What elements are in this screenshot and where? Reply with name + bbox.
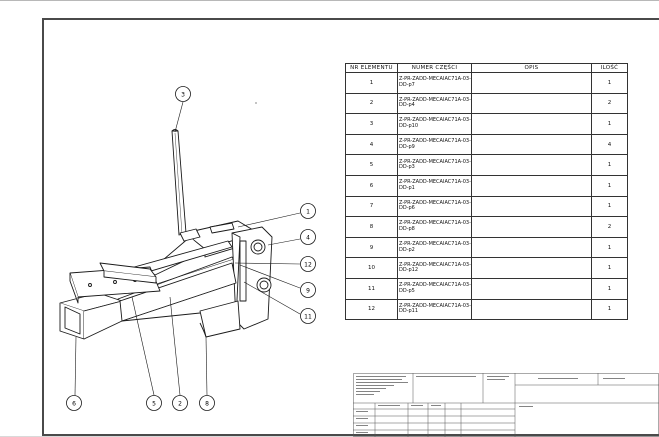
bom-item-number: 8 bbox=[345, 216, 398, 238]
title-block-fine-print bbox=[356, 376, 625, 433]
assembly-geometry bbox=[59, 129, 273, 340]
bom-quantity: 1 bbox=[591, 277, 628, 300]
bom-quantity: 1 bbox=[591, 154, 628, 176]
svg-text:4: 4 bbox=[306, 234, 310, 241]
bom-item-number: 3 bbox=[345, 113, 398, 135]
bom-item-number: 7 bbox=[345, 195, 398, 218]
bom-item-number: 9 bbox=[345, 236, 398, 259]
bom-item-number: 5 bbox=[345, 154, 398, 176]
bom-description bbox=[471, 133, 592, 156]
bom-item-number: 6 bbox=[345, 174, 398, 197]
bom-quantity: 4 bbox=[591, 133, 628, 156]
balloon-leaders bbox=[74, 101, 301, 396]
bom-description bbox=[471, 174, 592, 197]
bom-quantity: 1 bbox=[591, 113, 628, 135]
bom-part-number: Z-PR-ZADD-MECAIAC71A-03-DD-p8 bbox=[397, 216, 472, 238]
bom-description bbox=[471, 216, 592, 238]
bom-quantity: 1 bbox=[591, 195, 628, 218]
bom-header-item: NR ELEMENTU bbox=[345, 63, 398, 73]
balloon-12: 12 bbox=[300, 256, 316, 272]
bom-quantity: 1 bbox=[591, 72, 628, 94]
bom-part-number: Z-PR-ZADD-MECAIAC71A-03-DD-p5 bbox=[397, 277, 472, 300]
balloon-6: 6 bbox=[66, 395, 82, 411]
bom-description bbox=[471, 257, 592, 279]
bom-description bbox=[471, 72, 592, 94]
bom-description bbox=[471, 92, 592, 115]
svg-text:5: 5 bbox=[152, 400, 156, 407]
bom-item-number: 4 bbox=[345, 133, 398, 156]
svg-text:8: 8 bbox=[205, 400, 209, 407]
bom-quantity: 1 bbox=[591, 236, 628, 259]
balloon-1: 1 bbox=[300, 203, 316, 219]
bom-part-number: Z-PR-ZADD-MECAIAC71A-03-DD-p3 bbox=[397, 154, 472, 176]
bom-part-number: Z-PR-ZADD-MECAIAC71A-03-DD-p10 bbox=[397, 113, 472, 135]
bom-part-number: Z-PR-ZADD-MECAIAC71A-03-DD-p12 bbox=[397, 257, 472, 279]
bom-description bbox=[471, 154, 592, 176]
bom-header-quantity: ILOŚĆ bbox=[591, 63, 628, 73]
bom-quantity: 1 bbox=[591, 257, 628, 279]
svg-text:9: 9 bbox=[306, 287, 310, 294]
balloon-2: 2 bbox=[172, 395, 188, 411]
svg-text:11: 11 bbox=[304, 313, 312, 320]
bom-item-number: 10 bbox=[345, 257, 398, 279]
svg-text:1: 1 bbox=[306, 208, 310, 215]
stray-point bbox=[255, 102, 257, 104]
bom-quantity: 1 bbox=[591, 174, 628, 197]
bom-header-row: NR ELEMENTU NUMER CZĘŚCI OPIS ILOŚĆ bbox=[345, 63, 628, 73]
sheet-border bbox=[42, 18, 659, 436]
bom-item-number: 11 bbox=[345, 277, 398, 300]
bom-header-part-number: NUMER CZĘŚCI bbox=[397, 63, 472, 73]
bom-item-number: 12 bbox=[345, 298, 398, 321]
balloon-8: 8 bbox=[199, 395, 215, 411]
bom-item-number: 2 bbox=[345, 92, 398, 115]
balloon-11: 11 bbox=[300, 308, 316, 324]
bom-part-number: Z-PR-ZADD-MECAIAC71A-03-DD-p1 bbox=[397, 174, 472, 197]
bom-description bbox=[471, 236, 592, 259]
balloon-4: 4 bbox=[300, 229, 316, 245]
svg-text:2: 2 bbox=[178, 400, 182, 407]
svg-text:6: 6 bbox=[72, 400, 76, 407]
svg-text:3: 3 bbox=[181, 91, 185, 98]
balloon-group: 3 1 4 12 9 11 bbox=[66, 86, 316, 411]
bom-header-description: OPIS bbox=[471, 63, 592, 73]
title-block bbox=[353, 373, 659, 437]
svg-text:12: 12 bbox=[304, 261, 312, 268]
balloon-9: 9 bbox=[300, 282, 316, 298]
balloon-3: 3 bbox=[175, 86, 191, 102]
bom-part-number: Z-PR-ZADD-MECAIAC71A-03-DD-p4 bbox=[397, 92, 472, 115]
balloon-5: 5 bbox=[146, 395, 162, 411]
bom-quantity: 2 bbox=[591, 92, 628, 115]
bom-part-number: Z-PR-ZADD-MECAIAC71A-03-DD-p2 bbox=[397, 236, 472, 259]
bom-description bbox=[471, 277, 592, 300]
bom-part-number: Z-PR-ZADD-MECAIAC71A-03-DD-p9 bbox=[397, 133, 472, 156]
bom-part-number: Z-PR-ZADD-MECAIAC71A-03-DD-p6 bbox=[397, 195, 472, 218]
bom-description bbox=[471, 113, 592, 135]
bom-description bbox=[471, 195, 592, 218]
bom-item-number: 1 bbox=[345, 72, 398, 94]
bom-quantity: 1 bbox=[591, 298, 628, 321]
bom-quantity: 2 bbox=[591, 216, 628, 238]
bom-part-number: Z-PR-ZADD-MECAIAC71A-03-DD-p11 bbox=[397, 298, 472, 321]
bom-description bbox=[471, 298, 592, 321]
bom-part-number: Z-PR-ZADD-MECAIAC71A-03-DD-p7 bbox=[397, 72, 472, 94]
